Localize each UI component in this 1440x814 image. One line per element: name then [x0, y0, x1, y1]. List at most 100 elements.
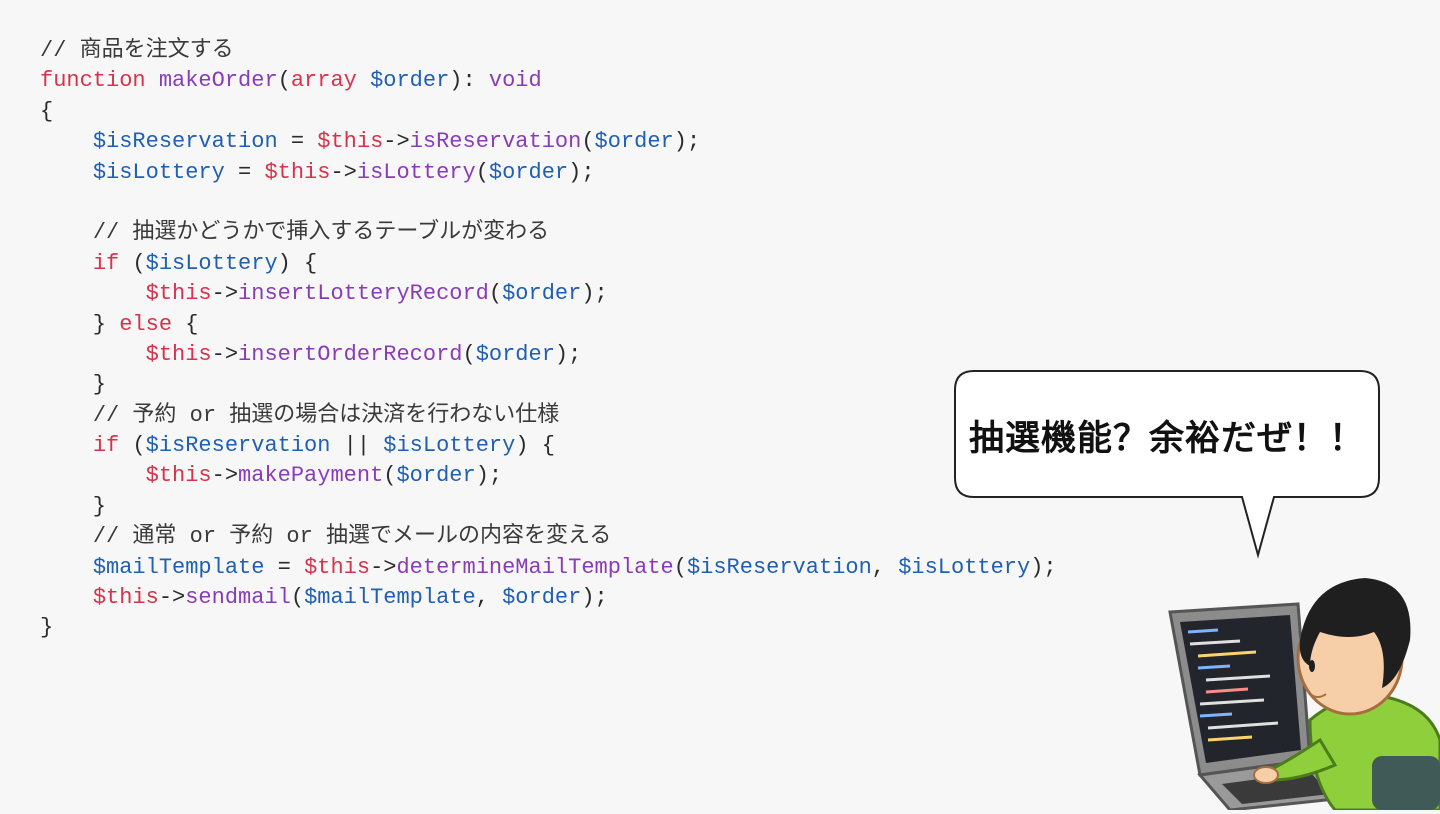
code-token-plain: { — [172, 311, 199, 337]
code-token-this: $this — [145, 341, 212, 367]
code-token-plain: -> — [383, 129, 410, 155]
code-token-plain: = — [277, 129, 318, 155]
code-token-plain — [40, 555, 93, 580]
code-token-plain: -> — [370, 554, 397, 580]
code-token-plain: = — [224, 159, 265, 185]
code-token-comment: // 商品を注文する — [40, 38, 234, 63]
code-token-var: $order — [370, 68, 450, 94]
code-token-plain: ( — [290, 585, 305, 611]
code-token-var: $isReservation — [92, 129, 278, 155]
code-token-plain: } — [40, 615, 54, 641]
code-token-var: $isReservation — [686, 554, 872, 580]
code-token-func: isLottery — [356, 159, 476, 185]
code-token-this: $this — [317, 129, 384, 155]
code-token-plain: ( — [488, 281, 503, 307]
speech-bubble-text: 抽選機能？余裕だぜ！！ — [968, 419, 1365, 459]
code-token-func: void — [488, 68, 542, 94]
code-line: $isLottery = $this->isLottery($order); — [40, 158, 1057, 188]
code-token-plain: ( — [119, 433, 146, 459]
code-token-plain: ); — [581, 281, 608, 307]
code-line: if ($isLottery) { — [40, 249, 1057, 279]
code-token-func: insertOrderRecord — [238, 341, 463, 367]
code-token-plain — [40, 433, 93, 458]
code-token-this: $this — [145, 281, 212, 307]
code-token-plain: ): — [449, 68, 489, 94]
code-token-var: $isLottery — [383, 433, 516, 459]
code-token-var: $order — [502, 585, 582, 611]
code-token-plain: ); — [475, 463, 503, 489]
code-line: $this->insertOrderRecord($order); — [40, 340, 1057, 370]
code-token-comment: // 抽選かどうかで挿入するテーブルが変わる — [92, 220, 550, 246]
code-token-plain: ( — [277, 68, 291, 94]
code-token-plain — [146, 68, 159, 93]
code-token-func: makePayment — [238, 463, 384, 489]
code-token-plain: { — [40, 98, 54, 124]
code-token-keyword: else — [119, 311, 173, 337]
code-line: } — [40, 370, 1057, 400]
code-token-var: $isLottery — [145, 250, 278, 276]
code-token-keyword: array — [290, 68, 357, 94]
code-token-plain: -> — [330, 159, 357, 185]
code-token-plain: ); — [568, 159, 595, 185]
code-token-var: $order — [594, 129, 674, 155]
code-token-keyword: if — [92, 433, 120, 459]
code-token-var: $order — [502, 281, 582, 307]
code-line: } — [40, 613, 1057, 643]
code-token-func: isReservation — [409, 129, 582, 155]
code-token-plain: -> — [211, 463, 239, 489]
code-line: // 予約 or 抽選の場合は決済を行わない仕様 — [40, 401, 1057, 431]
code-token-plain: -> — [158, 585, 186, 611]
code-token-var: $isLottery — [898, 554, 1031, 580]
code-line: $this->makePayment($order); — [40, 461, 1057, 491]
speech-bubble: 抽選機能？余裕だぜ！！ — [954, 370, 1380, 559]
code-token-var: $order — [488, 159, 569, 185]
code-token-keyword: function — [40, 68, 146, 94]
code-line: if ($isReservation || $isLottery) { — [40, 431, 1057, 461]
code-line: // 商品を注文する — [40, 36, 1057, 66]
code-token-comment: // 予約 or 抽選の場合は決済を行わない仕様 — [92, 402, 560, 428]
code-token-plain: ( — [581, 129, 595, 155]
code-token-plain: -> — [211, 341, 239, 367]
code-token-var: $mailTemplate — [304, 585, 476, 611]
code-line: ​ — [40, 188, 1057, 218]
code-token-plain: ); — [1030, 554, 1057, 580]
code-token-plain: } — [40, 493, 107, 519]
code-token-plain: ( — [462, 341, 476, 367]
code-token-func: makeOrder — [158, 68, 278, 94]
code-token-plain: ); — [581, 585, 608, 611]
code-token-plain — [40, 160, 93, 185]
code-token-plain: ); — [554, 341, 582, 367]
code-token-plain — [40, 281, 146, 306]
code-token-var: $isReservation — [145, 433, 331, 459]
code-line: $this->sendmail($mailTemplate, $order); — [40, 583, 1057, 613]
code-token-var: $order — [475, 341, 555, 367]
code-token-func: sendmail — [185, 585, 291, 611]
code-token-func: insertLotteryRecord — [238, 281, 489, 307]
code-token-plain — [40, 524, 93, 549]
code-line: $isReservation = $this->isReservation($o… — [40, 127, 1057, 157]
code-token-comment: // 通常 or 予約 or 抽選でメールの内容を変える — [92, 524, 612, 550]
code-line: } — [40, 492, 1057, 522]
code-line: function makeOrder(array $order): void — [40, 66, 1057, 96]
code-line: // 通常 or 予約 or 抽選でメールの内容を変える — [40, 522, 1057, 552]
code-line: $mailTemplate = $this->determineMailTemp… — [40, 553, 1057, 583]
code-token-plain: , — [475, 585, 503, 611]
code-token-plain: ( — [673, 554, 687, 580]
code-token-plain — [357, 68, 370, 93]
code-token-plain — [40, 129, 93, 154]
speech-bubble-outline — [954, 370, 1380, 559]
code-token-plain: ); — [673, 129, 701, 155]
code-token-this: $this — [92, 585, 159, 611]
code-token-var: $order — [396, 463, 476, 489]
code-token-plain: = — [264, 554, 305, 580]
code-token-var: $isLottery — [92, 159, 225, 185]
code-token-plain: -> — [211, 281, 239, 307]
code-token-plain — [40, 220, 93, 245]
code-token-plain: } — [40, 311, 120, 337]
code-token-plain: || — [330, 433, 384, 459]
code-token-plain: ( — [383, 463, 397, 489]
code-token-plain: } — [40, 372, 107, 398]
code-token-plain: ) { — [515, 433, 555, 459]
code-token-plain — [40, 403, 93, 428]
